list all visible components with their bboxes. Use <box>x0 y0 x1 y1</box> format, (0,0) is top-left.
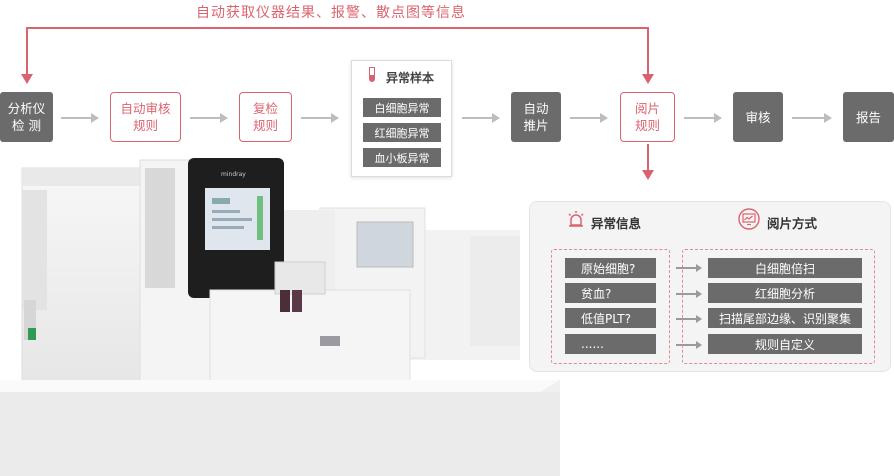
review-method-item: 白细胞倍扫 <box>708 258 862 278</box>
report-box: 报告 <box>843 92 894 142</box>
abnormal-sample-item: 红细胞异常 <box>363 123 441 142</box>
auto-smear-box: 自动 推片 <box>511 92 561 142</box>
auto-review-line1: 自动审核 <box>120 101 171 116</box>
abnormal-info-item: 贫血? <box>565 283 656 303</box>
abnormal-info-item: 原始细胞? <box>565 258 656 278</box>
analyzer-line1: 分析仪 <box>7 101 46 116</box>
auto-review-line2: 规则 <box>132 118 158 133</box>
map-arrow <box>676 341 702 348</box>
retest-line2: 规则 <box>252 118 278 133</box>
auto-smear-line1: 自动 <box>523 101 549 116</box>
device-brand-logo: mindray <box>221 171 246 178</box>
flow-arrow <box>570 113 608 123</box>
audit-box: 审核 <box>733 92 783 142</box>
review-method-group <box>682 249 875 364</box>
auto-review-rule-box: 自动审核 规则 <box>110 92 181 142</box>
abnormal-info-group <box>551 249 670 364</box>
test-tube-icon <box>369 67 375 82</box>
flow-arrow <box>462 113 500 123</box>
abnormal-info-header: 异常信息 <box>591 216 642 231</box>
flow-arrow <box>61 113 99 123</box>
abnormal-sample-item: 白细胞异常 <box>363 98 441 117</box>
down-arrow <box>642 144 654 180</box>
flow-arrow <box>301 113 339 123</box>
review-method-header: 阅片方式 <box>767 216 818 231</box>
map-arrow <box>676 290 702 297</box>
abnormal-info-item: ...... <box>565 334 656 354</box>
abnormal-info-item: 低值PLT? <box>565 308 656 328</box>
review-method-item: 规则自定义 <box>708 334 862 354</box>
slide-review-rule-box: 阅片 规则 <box>620 92 675 142</box>
slide-review-line2: 规则 <box>634 118 660 133</box>
map-arrow <box>676 264 702 271</box>
abnormal-samples-card: 异常样本 白细胞异常 红细胞异常 血小板异常 <box>351 60 452 177</box>
flow-arrow <box>190 113 228 123</box>
analyzer-test-box: 分析仪 检 测 <box>0 92 53 142</box>
top-annotation: 自动获取仪器结果、报警、散点图等信息 <box>196 5 466 21</box>
abnormal-samples-title: 异常样本 <box>386 71 435 85</box>
slide-review-line1: 阅片 <box>634 101 660 116</box>
alarm-icon <box>568 211 584 227</box>
feedback-loop-arrow <box>21 27 654 84</box>
analyzer-line2: 检 测 <box>12 118 41 133</box>
retest-rule-box: 复检 规则 <box>239 92 292 142</box>
flow-arrow <box>792 113 832 123</box>
review-method-item: 红细胞分析 <box>708 283 862 303</box>
retest-line1: 复检 <box>252 101 278 116</box>
review-method-item: 扫描尾部边缘、识别聚集 <box>708 308 862 328</box>
abnormal-info-panel: 异常信息 阅片方式 原始细胞? 贫血? 低值PLT? ...... 白细胞倍扫 … <box>529 201 891 372</box>
abnormal-sample-item: 血小板异常 <box>363 148 441 167</box>
map-arrow <box>676 315 702 322</box>
auto-smear-line2: 推片 <box>523 118 549 133</box>
flow-arrow <box>684 113 722 123</box>
monitor-chart-icon <box>738 208 760 230</box>
